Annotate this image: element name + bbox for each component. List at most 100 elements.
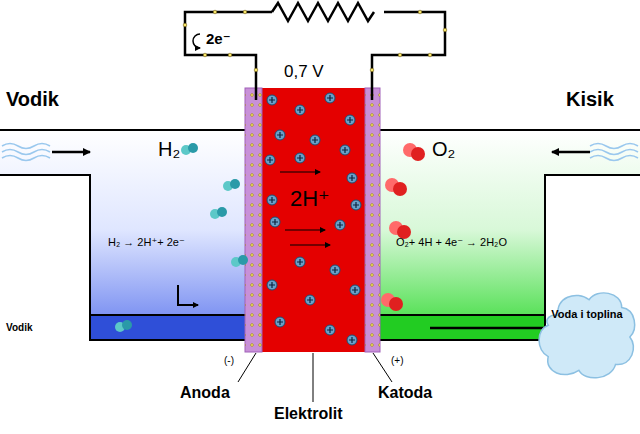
proton-sign	[353, 202, 359, 208]
proton-sign	[297, 259, 303, 265]
node-text: Voda i toplina	[548, 308, 626, 321]
proton	[340, 145, 350, 155]
outflow-arrow	[430, 327, 560, 330]
electron	[183, 23, 187, 27]
inflow-arrow	[552, 151, 590, 154]
proton-flow-arrows	[280, 172, 330, 245]
proton-sign	[349, 337, 355, 343]
label: Kisik	[566, 88, 614, 111]
hydrogen-atom	[122, 320, 132, 330]
hydrogen-atom	[230, 179, 240, 189]
label: Katoda	[378, 384, 432, 402]
proton-flow-arrows	[285, 230, 325, 231]
hydrogen-atom	[188, 143, 198, 153]
proton-sign	[307, 297, 313, 303]
proton-sign	[269, 197, 275, 203]
cloud-shape	[536, 286, 638, 384]
label: Vodik	[6, 322, 32, 334]
channel-walls	[0, 129, 245, 131]
hydrogen-channel	[0, 130, 245, 340]
proton	[305, 295, 315, 305]
proton-sign	[312, 137, 318, 143]
proton	[275, 130, 285, 140]
proton	[295, 257, 305, 267]
cathode	[365, 88, 380, 352]
external-wire	[185, 3, 445, 100]
external-wire	[185, 12, 272, 100]
proton-flow-arrows	[280, 172, 320, 173]
electron-flow-arrow	[193, 34, 200, 48]
label: O₂+ 4H + 4e⁻ → 2H₂O	[396, 236, 507, 249]
channel-walls	[90, 314, 245, 316]
hydrogen-atom	[238, 255, 248, 265]
electrolyte	[262, 88, 365, 352]
proton-sign	[272, 219, 278, 225]
proton-sign	[297, 155, 303, 161]
label: Elektrolit	[274, 405, 342, 423]
proton	[347, 173, 357, 183]
proton	[295, 105, 305, 115]
oxygen-atom	[393, 182, 407, 196]
electron	[370, 68, 374, 72]
inflow-waves	[590, 150, 638, 155]
electron	[213, 10, 217, 14]
electron	[398, 53, 402, 57]
channel-walls	[380, 314, 545, 316]
proton-sign	[337, 222, 343, 228]
channel-walls	[380, 175, 640, 340]
leader-lines	[238, 353, 256, 382]
inflow-waves	[2, 150, 50, 155]
cathode-electrons	[365, 88, 380, 352]
proton-flow-arrows	[290, 245, 330, 246]
hydrogen-outlet	[90, 315, 245, 340]
proton	[265, 155, 275, 165]
proton	[295, 153, 305, 163]
inflow-waves	[2, 144, 50, 149]
label: 0,7 V	[284, 62, 324, 82]
proton-sign	[327, 95, 333, 101]
proton	[267, 195, 277, 205]
external-wire	[272, 3, 374, 21]
inflow-waves	[2, 156, 50, 161]
proton	[325, 93, 335, 103]
proton-ions	[265, 93, 361, 345]
proton	[310, 135, 320, 145]
label: 2e⁻	[206, 30, 231, 47]
oxygen-atom	[411, 147, 425, 161]
electron	[418, 10, 422, 14]
proton-sign	[352, 287, 358, 293]
flow-arrow	[178, 285, 198, 305]
proton	[275, 317, 285, 327]
anode	[245, 88, 262, 352]
leader-lines	[238, 353, 392, 402]
proton-sign	[327, 327, 333, 333]
electron	[203, 53, 207, 57]
electron	[243, 10, 247, 14]
proton	[267, 280, 277, 290]
proton	[335, 220, 345, 230]
electron	[443, 28, 447, 32]
water-heat-cloud: Voda i toplina	[536, 286, 638, 384]
label: (+)	[391, 355, 404, 367]
proton-sign	[332, 267, 338, 273]
proton	[267, 95, 277, 105]
electron	[254, 68, 258, 72]
inflow-waves	[590, 144, 638, 149]
proton	[345, 115, 355, 125]
leader-lines	[373, 353, 392, 382]
label: (-)	[224, 355, 234, 367]
electron	[228, 53, 232, 57]
channel-walls	[380, 129, 640, 131]
proton	[325, 325, 335, 335]
label: H₂ → 2H⁺+ 2e⁻	[108, 236, 185, 249]
cloud-outline	[539, 293, 635, 378]
electron	[428, 53, 432, 57]
proton-sign	[269, 97, 275, 103]
oxygen-channel	[380, 130, 640, 340]
inflow-waves	[590, 156, 638, 161]
label: 2H⁺	[290, 186, 330, 211]
label: O₂	[432, 138, 455, 161]
inflow-arrow	[52, 151, 90, 154]
proton	[350, 285, 360, 295]
proton-sign	[297, 107, 303, 113]
